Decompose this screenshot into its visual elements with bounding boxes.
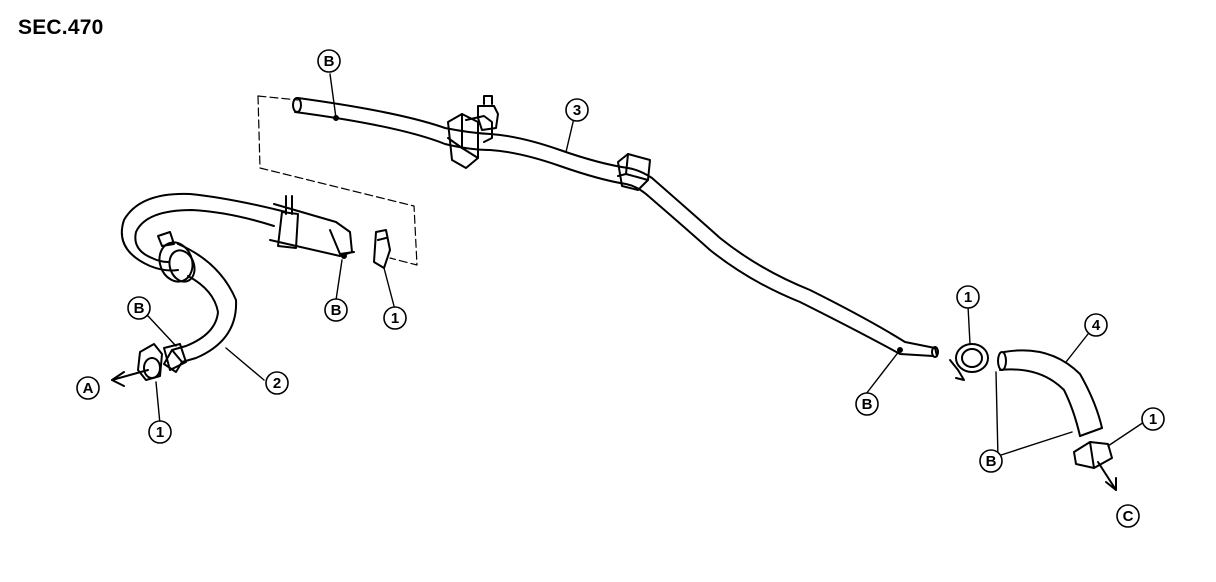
- callout-1-right: [1141, 407, 1165, 431]
- callout-b-right-lower: [855, 392, 879, 416]
- callout-1-mid-left-label: 1: [391, 310, 399, 327]
- callout-4-label: 4: [1092, 317, 1101, 334]
- dashed-reference-frame: [257, 95, 418, 266]
- clamp-1-right-top: [949, 343, 989, 381]
- callout-b-top-label: B: [324, 53, 335, 70]
- callout-1-right-top-label: 1: [964, 289, 972, 306]
- arrow-to-c: [1097, 461, 1117, 491]
- callout-c-right-label: C: [1123, 508, 1134, 525]
- leader-lines: [147, 73, 1145, 459]
- arrow-to-a: [111, 369, 149, 387]
- callout-1-left-label: 1: [156, 424, 164, 441]
- hose-3: [292, 97, 939, 358]
- hose-4: [997, 349, 1103, 437]
- clamp-1-mid-left: [373, 229, 391, 269]
- callout-a-left: [76, 376, 100, 400]
- section-title: SEC.470: [18, 16, 104, 39]
- callout-b-top: [317, 49, 341, 73]
- callout-4: [1084, 313, 1108, 337]
- callout-c-right: [1116, 504, 1140, 528]
- callout-b-right: [979, 449, 1003, 473]
- clamp-1-left: [137, 343, 163, 381]
- hose-2-clamp: [157, 231, 196, 283]
- clamp-1-right: [1073, 441, 1113, 469]
- callout-1-right-label: 1: [1149, 411, 1157, 428]
- callout-b-mid-left: [324, 298, 348, 322]
- callout-3-label: 3: [573, 102, 581, 119]
- hose-3-clip: [617, 153, 651, 191]
- callout-a-left-label: A: [83, 380, 94, 397]
- callout-1-right-top: [956, 285, 980, 309]
- callout-1-left: [148, 420, 172, 444]
- callout-b-mid-left-label: B: [331, 302, 342, 319]
- callout-2: [265, 371, 289, 395]
- hose-3-valve-bracket: [447, 95, 499, 169]
- callout-b-right-label: B: [986, 453, 997, 470]
- callout-2-label: 2: [273, 375, 281, 392]
- b-marks: [333, 115, 903, 353]
- callout-3: [565, 98, 589, 122]
- callout-b-left-label: B: [134, 300, 145, 317]
- callout-b-right-lower-label: B: [862, 396, 873, 413]
- callout-1-mid-left: [383, 306, 407, 330]
- hose-2: [120, 192, 355, 373]
- callout-b-left: [127, 296, 151, 320]
